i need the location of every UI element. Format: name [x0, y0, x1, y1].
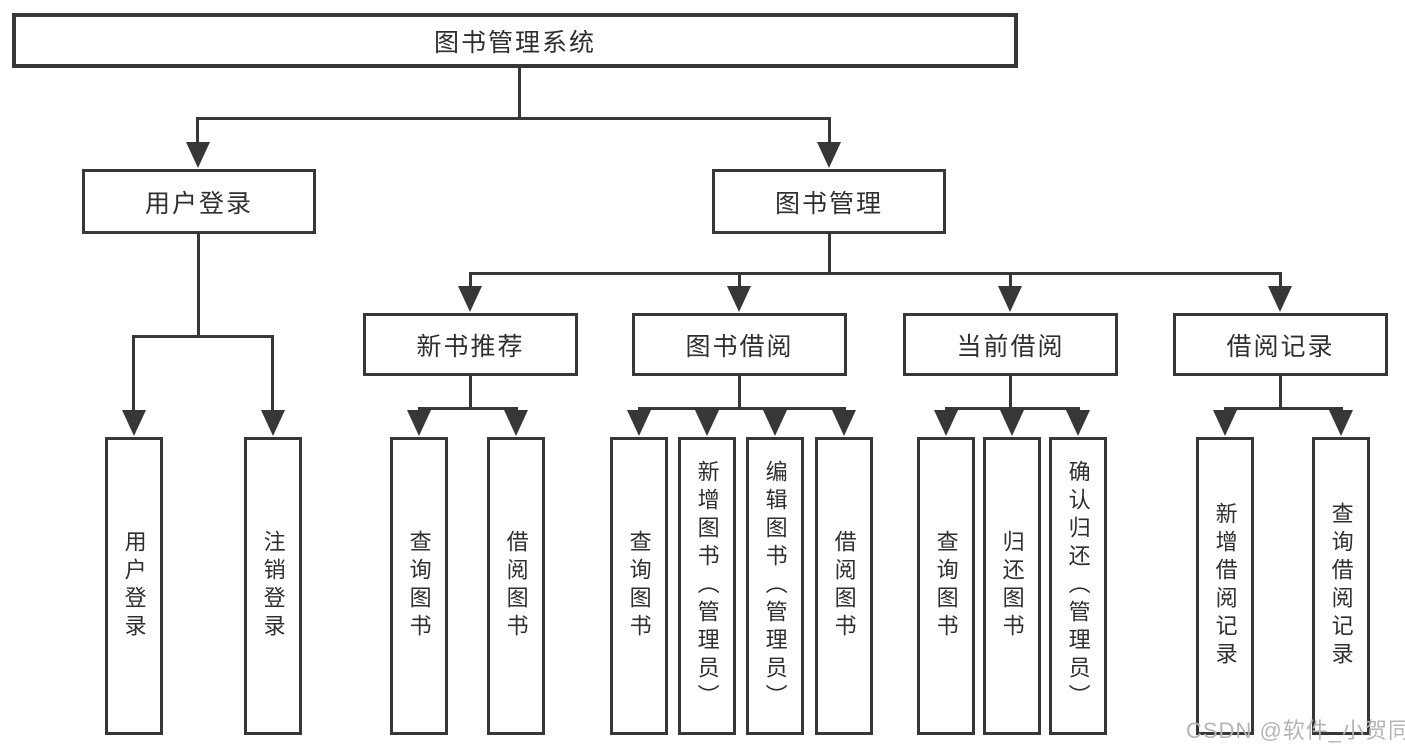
connector-line	[197, 117, 830, 120]
node-label: 当前借阅	[956, 332, 1065, 361]
arrowhead-down-icon	[407, 410, 431, 436]
leaf-label: 归还图书	[999, 530, 1025, 642]
connector-line	[197, 232, 200, 337]
leaf-borrow-books-borrowing: 借阅图书	[815, 437, 873, 735]
leaf-query-books-current: 查询图书	[917, 437, 975, 735]
node-root-label: 图书管理系统	[433, 28, 596, 57]
leaf-logout: 注销登录	[244, 437, 302, 735]
node-root: 图书管理系统	[12, 13, 1018, 68]
connector-line	[738, 374, 741, 409]
connector-line	[1279, 374, 1282, 409]
connector-line	[828, 232, 831, 274]
node-new-book-recommendation: 新书推荐	[363, 313, 578, 376]
connector-line	[1279, 272, 1282, 290]
connector-line	[1009, 272, 1012, 290]
arrowhead-down-icon	[504, 410, 528, 436]
connector-line	[1224, 407, 1343, 410]
leaf-label: 编辑图书（管理员）	[762, 460, 788, 712]
leaf-return-books: 归还图书	[983, 437, 1041, 735]
leaf-label: 查询图书	[406, 530, 432, 642]
connector-line	[469, 272, 472, 290]
arrowhead-down-icon	[122, 410, 146, 436]
leaf-add-book-admin: 新增图书（管理员）	[678, 437, 736, 735]
arrowhead-down-icon	[1268, 286, 1292, 312]
node-user-login: 用户登录	[82, 169, 316, 234]
leaf-confirm-return-admin: 确认归还（管理员）	[1049, 437, 1107, 735]
arrowhead-down-icon	[186, 142, 210, 168]
arrowhead-down-icon	[763, 410, 787, 436]
leaf-query-borrow-record: 查询借阅记录	[1312, 437, 1370, 735]
leaf-label: 注销登录	[260, 530, 286, 642]
arrowhead-down-icon	[458, 286, 482, 312]
connector-line	[738, 272, 741, 290]
leaf-label: 查询图书	[933, 530, 959, 642]
arrowhead-down-icon	[1329, 410, 1353, 436]
arrowhead-down-icon	[727, 286, 751, 312]
connector-line	[828, 117, 831, 147]
connector-line	[196, 117, 199, 147]
leaf-borrow-books-recommend: 借阅图书	[487, 437, 545, 735]
arrowhead-down-icon	[1066, 410, 1090, 436]
arrowhead-down-icon	[832, 410, 856, 436]
arrowhead-down-icon	[934, 410, 958, 436]
connector-line	[418, 407, 518, 410]
leaf-label: 借阅图书	[503, 530, 529, 642]
arrowhead-down-icon	[627, 410, 651, 436]
connector-line	[271, 335, 274, 415]
node-label: 图书借阅	[685, 332, 794, 361]
arrowhead-down-icon	[998, 286, 1022, 312]
node-current-borrowing: 当前借阅	[903, 313, 1118, 376]
leaf-query-books-borrowing: 查询图书	[610, 437, 668, 735]
leaf-label: 新增图书（管理员）	[694, 460, 720, 712]
leaf-label: 查询借阅记录	[1328, 502, 1354, 670]
leaf-edit-book-admin: 编辑图书（管理员）	[746, 437, 804, 735]
arrowhead-down-icon	[261, 410, 285, 436]
leaf-label: 新增借阅记录	[1212, 502, 1238, 670]
leaf-query-books-recommend: 查询图书	[390, 437, 448, 735]
node-borrowing-records: 借阅记录	[1173, 313, 1388, 376]
arrowhead-down-icon	[695, 410, 719, 436]
arrowhead-down-icon	[817, 142, 841, 168]
connector-line	[945, 407, 1080, 410]
connector-line	[518, 66, 521, 119]
leaf-label: 查询图书	[626, 530, 652, 642]
csdn-watermark: CSDN @软件_小贺同学	[1186, 718, 1405, 743]
arrowhead-down-icon	[1000, 410, 1024, 436]
leaf-label: 确认归还（管理员）	[1065, 460, 1091, 712]
node-label: 图书管理	[774, 189, 883, 218]
node-label: 新书推荐	[416, 332, 525, 361]
node-label: 用户登录	[144, 189, 253, 218]
leaf-label: 借阅图书	[831, 530, 857, 642]
connector-line	[469, 272, 1281, 275]
node-book-management: 图书管理	[712, 169, 946, 234]
connector-line	[638, 407, 846, 410]
node-label: 借阅记录	[1226, 332, 1335, 361]
leaf-label: 用户登录	[121, 530, 147, 642]
connector-line	[1009, 374, 1012, 409]
leaf-add-borrow-record: 新增借阅记录	[1196, 437, 1254, 735]
connector-line	[133, 335, 274, 338]
arrowhead-down-icon	[1213, 410, 1237, 436]
node-book-borrowing: 图书借阅	[632, 313, 847, 376]
connector-line	[132, 335, 135, 415]
leaf-user-login: 用户登录	[105, 437, 163, 735]
connector-line	[469, 374, 472, 409]
